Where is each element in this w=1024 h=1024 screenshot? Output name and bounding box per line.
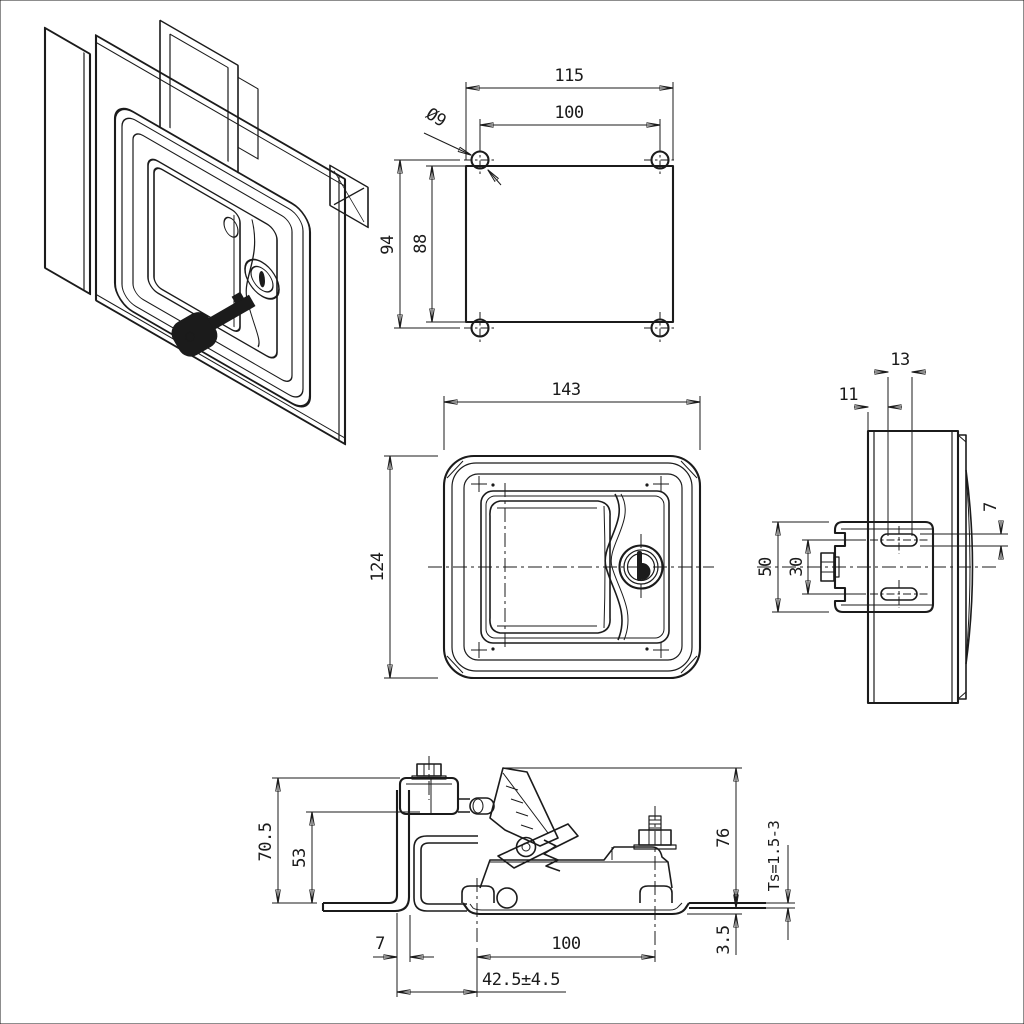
section-door-sheet <box>413 835 478 912</box>
dim-keeper-plate: 7 <box>375 934 385 954</box>
recessed-pan <box>462 902 690 916</box>
front-view: 143 124 <box>368 380 714 680</box>
dim-slot-offset: 11 <box>839 385 859 405</box>
mounting-feet <box>461 885 673 909</box>
cam-arm <box>497 823 579 869</box>
dim-slot-range: 13 <box>890 350 909 370</box>
cutout-dimensions: 115 100 94 88 Ø9 <box>378 66 674 329</box>
front-corner-marks <box>471 476 669 658</box>
section-latch-mechanism <box>461 767 690 945</box>
latch-base <box>479 846 673 889</box>
front-dimensions: 143 124 <box>368 380 701 679</box>
lock-cylinder-iso[interactable] <box>223 214 280 306</box>
dim-slot-width: 7 <box>981 502 1001 512</box>
cutout-view: 115 100 94 88 Ø9 <box>378 66 676 344</box>
front-centerlines <box>428 483 714 651</box>
dim-cutout-height: 94 <box>378 235 398 255</box>
dim-cutout-width: 115 <box>554 66 583 86</box>
trigger-lever[interactable] <box>489 767 559 847</box>
keyway-icon <box>637 551 642 581</box>
dim-recess-depth: 3.5 <box>714 925 734 954</box>
section-keeper <box>321 756 495 913</box>
side-dimensions: 13 11 50 30 7 <box>756 350 1008 613</box>
dim-slot-spacing: 30 <box>787 557 807 577</box>
cam-ball <box>496 887 518 909</box>
stud-centerlines <box>476 806 656 945</box>
dim-overall-height: 76 <box>714 828 734 848</box>
dim-panel-thickness: Ts=1.5-3 <box>765 821 783 892</box>
dim-hook-height: 53 <box>290 848 310 867</box>
side-view: 13 11 50 30 7 <box>756 350 1008 705</box>
section-view: 70.5 53 76 Ts=1.5-3 3.5 7 100 42 <box>256 756 795 997</box>
dim-cutout-hole-spacing: 100 <box>554 103 583 123</box>
dim-stud-spacing: 100 <box>551 934 580 954</box>
dim-bracket-height: 50 <box>756 557 776 577</box>
dim-front-height: 124 <box>368 552 388 581</box>
latch-housing-channel <box>159 19 259 174</box>
section-dimensions: 70.5 53 76 Ts=1.5-3 3.5 7 100 42 <box>256 767 788 997</box>
isometric-view <box>43 19 369 446</box>
door-edge-panel <box>43 26 92 296</box>
door-panel <box>94 34 347 446</box>
spring <box>543 839 561 872</box>
dim-grip-range: 42.5±4.5 <box>482 970 560 990</box>
dim-cutout-inner-height: 88 <box>411 234 431 254</box>
section-panel <box>689 901 795 910</box>
dim-front-width: 143 <box>551 380 580 400</box>
keeper-roller-pin <box>469 797 495 815</box>
dim-keeper-height: 70.5 <box>256 823 276 862</box>
hole-center-marks <box>464 144 676 344</box>
dim-hole-diameter: Ø9 <box>422 104 449 131</box>
cutout-outline <box>464 150 675 338</box>
keeper-bracket-iso <box>329 164 369 229</box>
key[interactable] <box>167 284 262 361</box>
slot-center-marks <box>870 526 928 608</box>
